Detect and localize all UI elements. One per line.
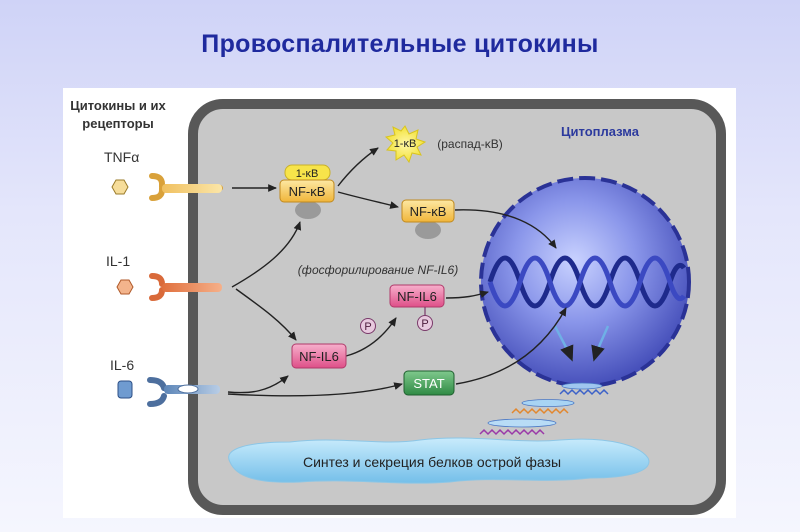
- legend-line-1: Цитокины и их: [70, 98, 166, 113]
- synthesis-label: Синтез и секреция белков острой фазы: [303, 454, 561, 470]
- il1-receptor-icon: [149, 273, 222, 301]
- stat-box: [403, 370, 455, 396]
- phosphate-label-1: P: [364, 321, 371, 333]
- pathway-arrows: [227, 147, 567, 397]
- il1-label: IL-1: [106, 253, 130, 269]
- il1-ligand-icon: [116, 279, 134, 295]
- il6-receptor-icon: [147, 377, 220, 407]
- il6-label: IL-6: [110, 357, 134, 373]
- phosphorylation-label: (фосфорилирование NF-IL6): [298, 263, 458, 277]
- synthesis-pool: [228, 437, 650, 484]
- tnf-ligand-icon: [111, 179, 129, 195]
- nfkb-bound-box: [279, 179, 335, 203]
- mrna-strands-icon: [479, 382, 609, 436]
- ikb-bound-label: 1-κB: [296, 168, 319, 180]
- nfkb-free-box: [401, 199, 455, 223]
- legend-line-2: рецепторы: [82, 116, 153, 131]
- phosphate-label-2: P: [421, 318, 428, 330]
- nfil6-phos-label: NF-IL6: [397, 289, 437, 304]
- ikb-released-burst-icon: [384, 125, 427, 164]
- nfkb-shadow: [295, 201, 321, 219]
- nfkb-bound-label: NF-κB: [289, 184, 326, 199]
- tnf-label: TNFα: [104, 149, 139, 165]
- ikb-released-label: 1-κB: [394, 138, 417, 150]
- decay-label: (распад-κB): [437, 137, 503, 151]
- nfil6-phos-box: [389, 284, 445, 308]
- nfil6-box: [291, 343, 347, 369]
- dna-strand-a-icon: [487, 255, 687, 309]
- nfkb-free-label: NF-κB: [410, 204, 447, 219]
- phosphate-free-icon: [360, 318, 376, 334]
- stat-label: STAT: [413, 376, 444, 391]
- dna-strand-b-icon: [487, 255, 687, 309]
- phosphate-icon: [417, 315, 433, 331]
- slide-title: Провоспалительные цитокины: [201, 30, 599, 58]
- cytoplasm-label: Цитоплазма: [561, 124, 640, 139]
- il6-ligand-icon: [117, 380, 133, 399]
- nfil6-label: NF-IL6: [299, 349, 339, 364]
- nfkb-free-shadow: [415, 221, 441, 239]
- tnf-receptor-icon: [149, 173, 223, 201]
- nucleus: [479, 176, 691, 388]
